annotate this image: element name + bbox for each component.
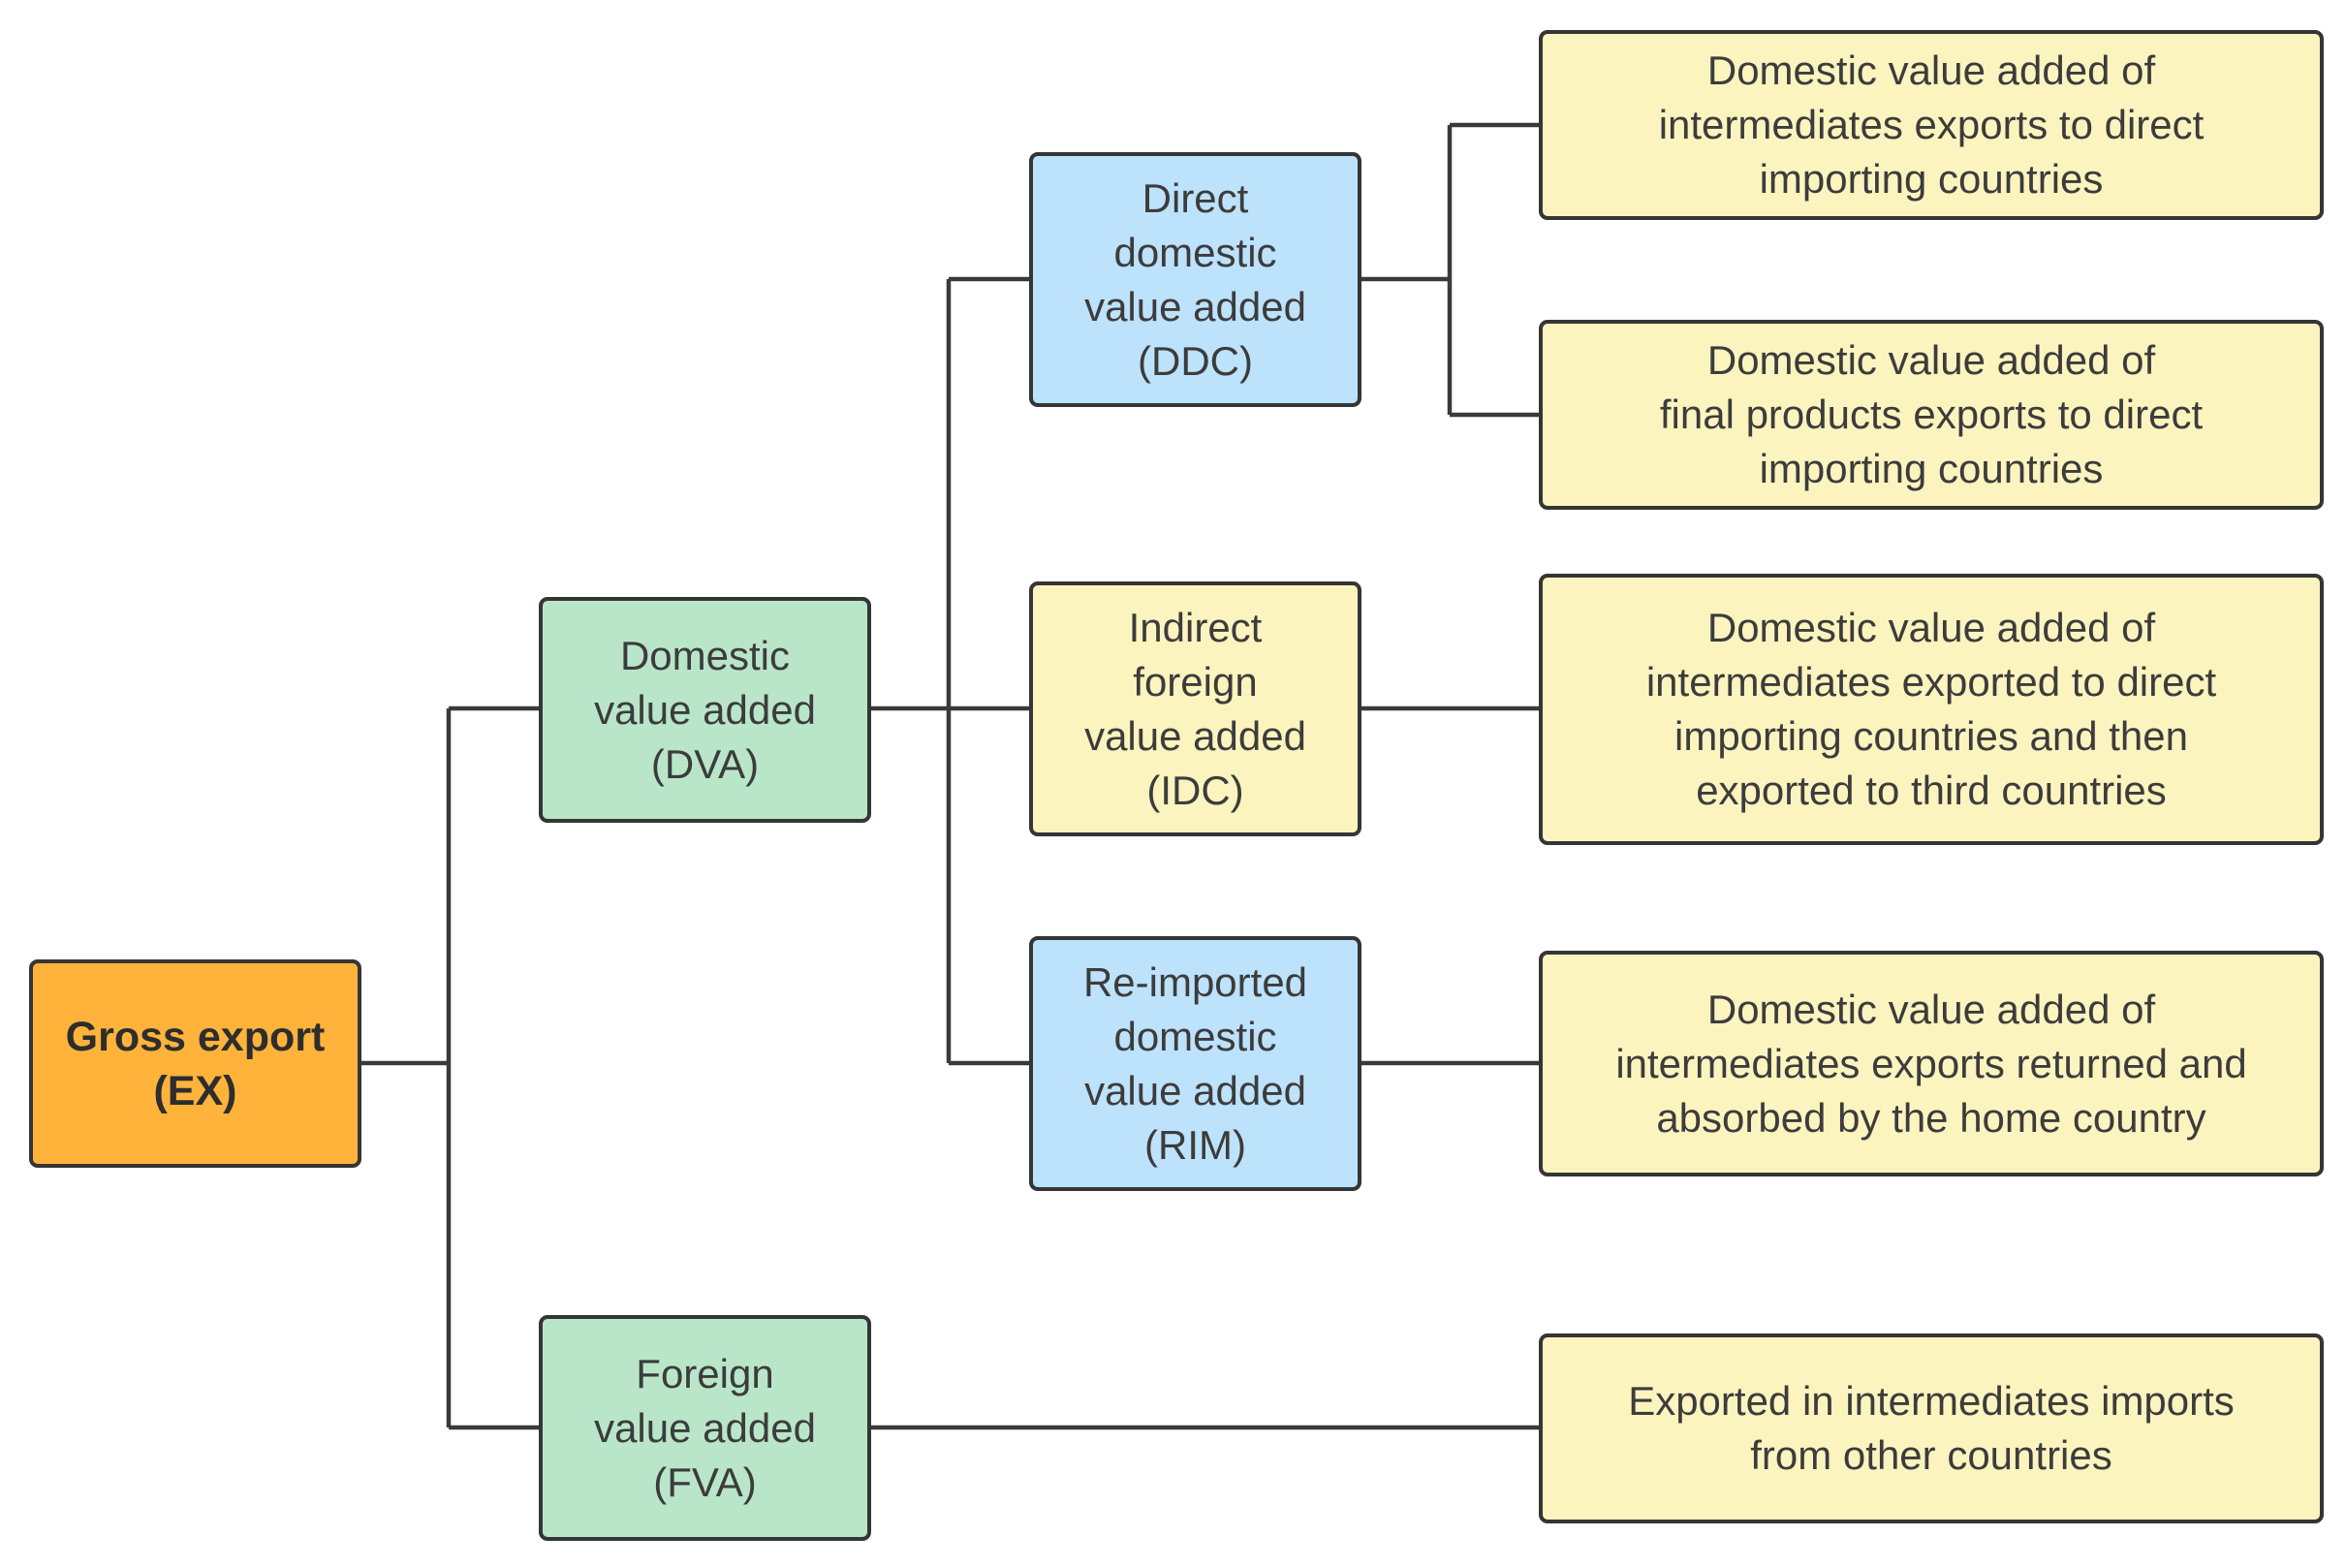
gross-export-label: Gross export (EX)	[65, 1013, 326, 1114]
gross-export-node: Gross export (EX)	[29, 959, 361, 1168]
domestic-value-added-node: Domestic value added (DVA)	[539, 597, 871, 823]
leaf-exported-imports-node: Exported in intermediates imports from o…	[1539, 1333, 2324, 1523]
reimported-domestic-value-added-label: Re-imported domestic value added (RIM)	[1082, 958, 1308, 1168]
leaf-exported-imports-label: Exported in intermediates imports from o…	[1628, 1378, 2235, 1478]
leaf-intermediates-returned-node: Domestic value added of intermediates ex…	[1539, 951, 2324, 1176]
leaf-intermediates-returned-label: Domestic value added of intermediates ex…	[1615, 986, 2247, 1141]
leaf-final-products-direct-label: Domestic value added of final products e…	[1659, 337, 2204, 491]
foreign-value-added-node: Foreign value added (FVA)	[539, 1315, 871, 1541]
indirect-foreign-value-added-node: Indirect foreign value added (IDC)	[1029, 581, 1361, 836]
domestic-value-added-label: Domestic value added (DVA)	[594, 632, 816, 787]
indirect-foreign-value-added-label: Indirect foreign value added (IDC)	[1084, 604, 1306, 813]
foreign-value-added-label: Foreign value added (FVA)	[594, 1350, 816, 1505]
leaf-intermediates-direct-label: Domestic value added of intermediates ex…	[1658, 47, 2205, 202]
direct-domestic-value-added-label: Direct domestic value added (DDC)	[1084, 174, 1306, 384]
connector-ex-to-dva-fva	[361, 706, 539, 1430]
direct-domestic-value-added-node: Direct domestic value added (DDC)	[1029, 152, 1361, 407]
leaf-intermediates-third-countries-node: Domestic value added of intermediates ex…	[1539, 574, 2324, 845]
leaf-intermediates-third-countries-label: Domestic value added of intermediates ex…	[1645, 605, 2217, 813]
leaf-final-products-direct-node: Domestic value added of final products e…	[1539, 320, 2324, 510]
connector-ddc-to-leaves	[1361, 122, 1539, 418]
leaf-intermediates-direct-node: Domestic value added of intermediates ex…	[1539, 30, 2324, 220]
connector-dva-to-components	[871, 276, 1029, 1066]
reimported-domestic-value-added-node: Re-imported domestic value added (RIM)	[1029, 936, 1361, 1191]
